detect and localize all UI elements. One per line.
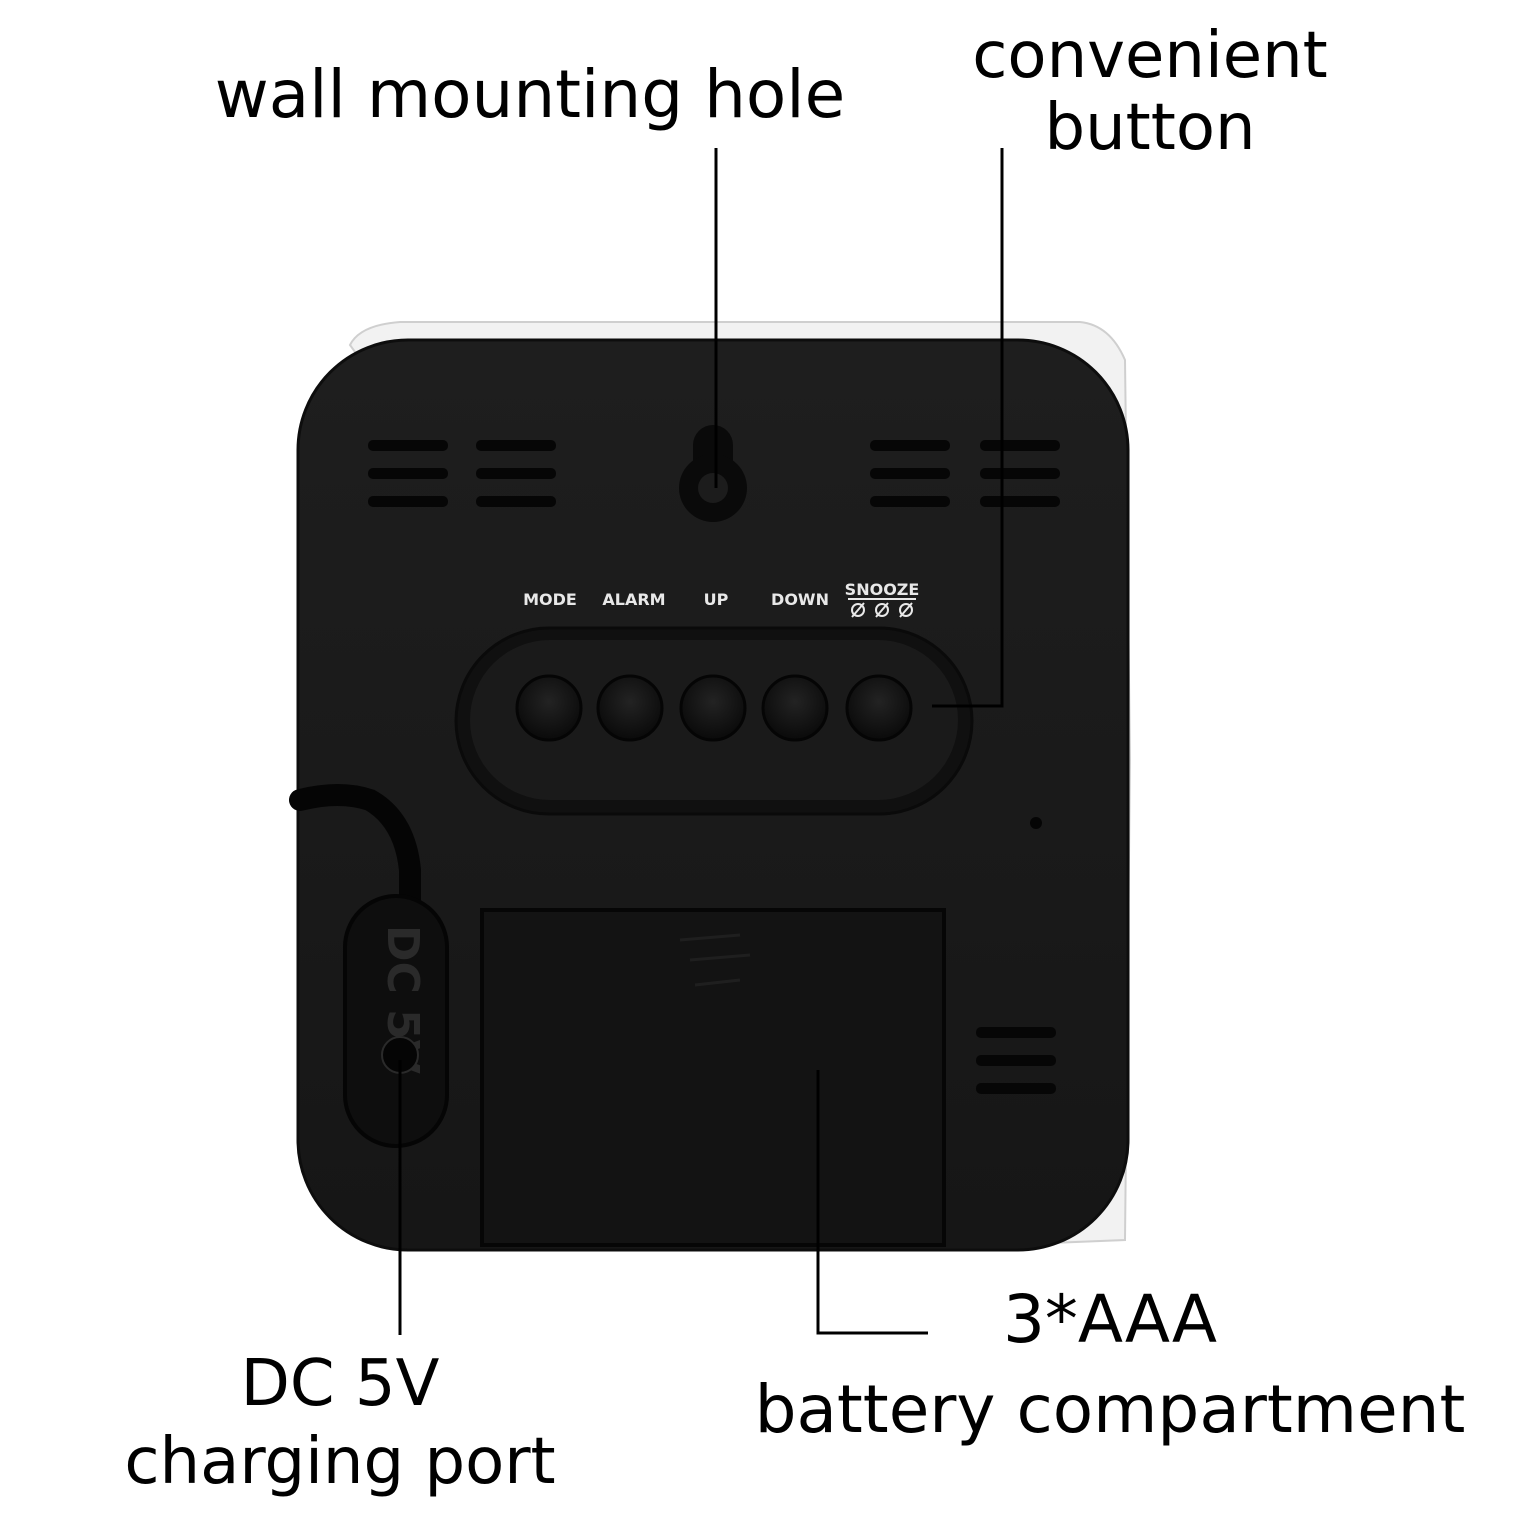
callout-button-line2: button (1044, 91, 1256, 165)
callout-convenient-button: convenient button (940, 20, 1360, 164)
snooze-button[interactable] (845, 674, 913, 742)
callout-dc-line1: DC 5V (240, 1347, 440, 1421)
dc-port-housing (343, 894, 449, 1148)
battery-compartment[interactable] (480, 908, 946, 1247)
up-button[interactable] (679, 674, 747, 742)
leader-lines (398, 148, 1004, 1335)
callout-dc-port: DC 5V charging port (80, 1345, 600, 1501)
callout-wall-mounting-hole: wall mounting hole (170, 55, 890, 135)
alarm-button[interactable] (596, 674, 664, 742)
cable-channel (289, 784, 421, 911)
wall-mounting-hole (679, 425, 747, 522)
leader-button (932, 148, 1004, 708)
callout-battery-line1: 3*AAA (1002, 1281, 1218, 1358)
down-button[interactable] (761, 674, 829, 742)
mode-button[interactable] (515, 674, 583, 742)
clock-buttons[interactable] (515, 674, 913, 742)
button-label-up: UP (704, 590, 729, 609)
callout-dc-line2: charging port (124, 1425, 556, 1499)
vent-slots (368, 440, 1060, 1094)
button-label-snooze: SNOOZE (845, 580, 920, 599)
button-label-mode: MODE (523, 590, 577, 609)
button-label-down: DOWN (771, 590, 829, 609)
callout-wall-text: wall mounting hole (214, 56, 846, 133)
leader-battery (816, 1070, 928, 1335)
callout-battery-line2: battery compartment (754, 1371, 1466, 1448)
snooze-bell-icons (851, 602, 913, 618)
button-label-alarm: ALARM (602, 590, 665, 609)
callout-battery: 3*AAA battery compartment (710, 1275, 1510, 1455)
button-labels: MODE ALARM UP DOWN SNOOZE (523, 580, 920, 618)
reset-pinhole (1030, 817, 1042, 829)
callout-button-line1: convenient (972, 19, 1328, 93)
